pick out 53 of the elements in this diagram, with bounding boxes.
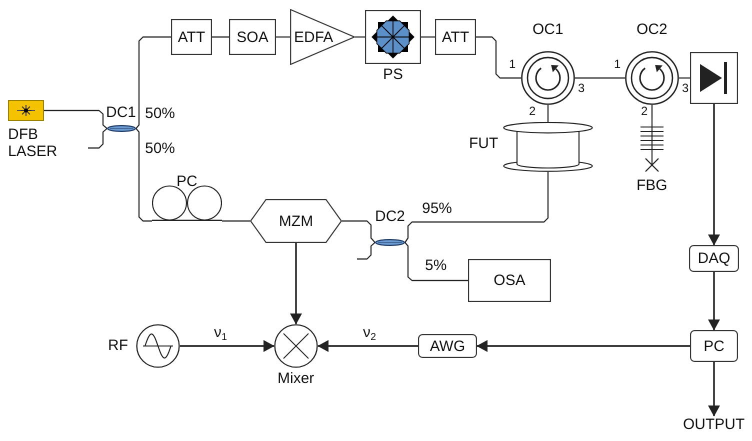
device-box: ATT	[171, 19, 212, 55]
device-label: DC2	[375, 208, 406, 225]
amplifier-triangle: EDFA	[290, 9, 355, 65]
device-box: OSA	[468, 259, 551, 302]
device-label: OC2	[636, 21, 668, 38]
connector-line	[88, 128, 108, 149]
connector-line	[421, 36, 435, 38]
port-number: 3	[682, 81, 689, 95]
device-label: OC1	[532, 21, 564, 38]
connector-line	[404, 242, 468, 282]
device-box: PC	[690, 330, 738, 362]
arrow	[290, 243, 302, 324]
connector-line	[476, 36, 521, 79]
port-number: 3	[578, 81, 585, 95]
connector-line	[44, 110, 108, 129]
connector-line	[547, 105, 549, 122]
arrow	[180, 340, 274, 352]
device-label: DFB LASER	[8, 126, 58, 160]
output-label: OUTPUT	[683, 416, 745, 433]
connector-line	[222, 220, 250, 222]
device-box: AWG	[418, 334, 477, 358]
port-number: 2	[529, 104, 536, 118]
connector-line	[342, 220, 376, 243]
connector-line	[651, 105, 653, 118]
connector-line	[212, 36, 229, 38]
arrow	[708, 104, 720, 246]
device-box: SOA	[229, 19, 276, 55]
port-number: 2	[641, 104, 648, 118]
device-label: DC1	[106, 104, 136, 121]
connector-line	[357, 242, 376, 260]
connector-line	[355, 36, 365, 38]
device-label: Mixer	[278, 370, 314, 387]
device-box: ATT	[435, 19, 476, 55]
port-number: 1	[509, 57, 516, 71]
connector-line	[136, 128, 152, 222]
arrow	[708, 272, 720, 330]
connector-line	[575, 77, 625, 79]
device-label: FBG	[636, 177, 668, 194]
modulator-hexagon: MZM	[250, 199, 342, 243]
arrow	[318, 340, 418, 352]
device-box: DAQ	[689, 245, 739, 272]
connector-line	[276, 36, 290, 38]
device-label: PC	[176, 173, 198, 190]
device-box	[690, 52, 738, 104]
device-label: RF	[108, 337, 128, 354]
arrow	[476, 340, 690, 352]
arrow	[708, 362, 720, 416]
connector-line	[404, 172, 549, 243]
connector-line	[679, 77, 690, 79]
device-label: PS	[383, 66, 404, 83]
device-label: FUT	[469, 135, 498, 152]
port-number: 1	[614, 57, 621, 71]
connector-line	[136, 36, 171, 129]
